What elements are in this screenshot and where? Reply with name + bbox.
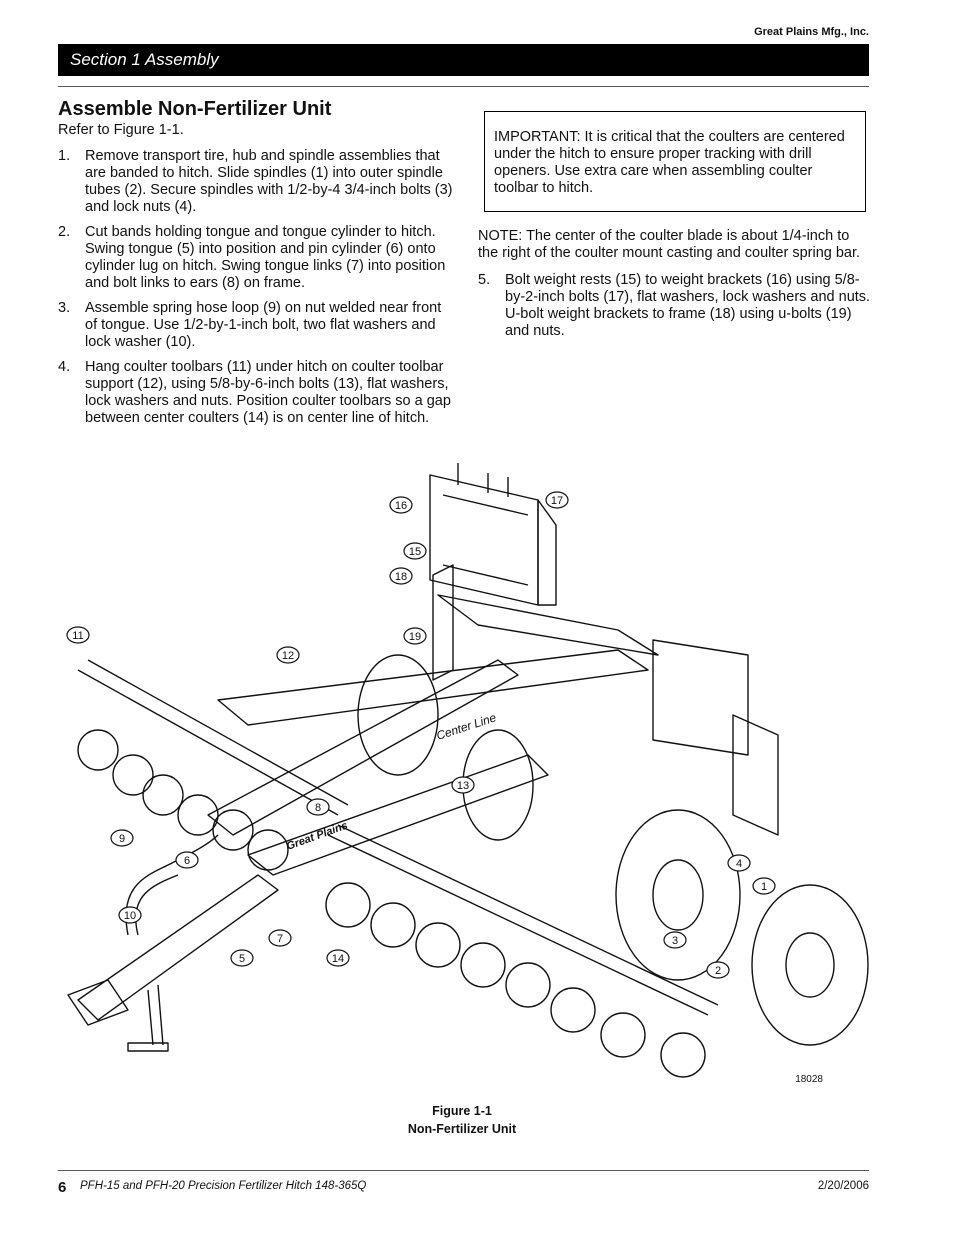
- figure-caption-number: Figure 1-1: [432, 1104, 492, 1118]
- callout-6: 6: [184, 855, 190, 867]
- callout-11: 11: [72, 630, 83, 642]
- page-title: Assemble Non-Fertilizer Unit: [58, 98, 332, 120]
- center-line-label: Center Line: [435, 710, 499, 743]
- step-item: 3. Assemble spring hose loop (9) on nut w…: [58, 300, 453, 351]
- step-text: Assemble spring hose loop (9) on nut wel…: [85, 300, 442, 350]
- step-number: 2.: [58, 224, 71, 240]
- step-text: Hang coulter toolbars (11) under hitch o…: [85, 359, 451, 426]
- right-column: NOTE: The center of the coulter blade is…: [478, 228, 873, 348]
- header-divider: [58, 86, 869, 87]
- callout-9: 9: [119, 833, 125, 845]
- step-item: 5. Bolt weight rests (15) to weight brack…: [478, 272, 873, 340]
- callout-2: 2: [715, 965, 721, 977]
- callout-15: 15: [409, 546, 421, 558]
- drawing-number: 18028: [795, 1074, 823, 1085]
- callout-1: 1: [761, 881, 767, 893]
- important-notice-box: IMPORTANT: It is critical that the coult…: [484, 111, 866, 212]
- callout-17: 17: [551, 495, 563, 507]
- callout-19: 19: [409, 631, 421, 643]
- figure-caption: Figure 1-1 Non-Fertilizer Unit: [0, 1102, 924, 1138]
- callout-5: 5: [239, 953, 245, 965]
- step-text: Remove transport tire, hub and spindle a…: [85, 148, 453, 215]
- document-title: PFH-15 and PFH-20 Precision Fertilizer H…: [80, 1180, 367, 1192]
- callout-10: 10: [124, 910, 136, 922]
- callout-8: 8: [315, 802, 321, 814]
- step-item: 2. Cut bands holding tongue and tongue cy…: [58, 224, 453, 292]
- footer-divider: [58, 1170, 869, 1171]
- steps-list-right: 5. Bolt weight rests (15) to weight brack…: [478, 272, 873, 340]
- intro-text: Refer to Figure 1-1.: [58, 122, 184, 138]
- callout-12: 12: [282, 650, 294, 662]
- callout-16: 16: [395, 500, 407, 512]
- step-number: 3.: [58, 300, 71, 316]
- note-text: NOTE: The center of the coulter blade is…: [478, 228, 861, 261]
- step-item: 4. Hang coulter toolbars (11) under hitch…: [58, 359, 453, 427]
- brand-label: Great Plains: [285, 820, 349, 853]
- section-header: Section 1 Assembly: [58, 44, 869, 76]
- steps-list-left: 1. Remove transport tire, hub and spindle…: [58, 148, 453, 427]
- figure-illustration: Center Line Great Plains: [58, 455, 869, 1095]
- step-number: 1.: [58, 148, 71, 164]
- step-item: 1. Remove transport tire, hub and spindle…: [58, 148, 453, 216]
- callout-7: 7: [277, 933, 283, 945]
- callout-14: 14: [332, 953, 344, 965]
- page-number: 6: [58, 1179, 67, 1196]
- important-notice-text: IMPORTANT: It is critical that the coult…: [494, 129, 845, 196]
- step-number: 5.: [478, 272, 491, 288]
- document-date: 2/20/2006: [817, 1180, 869, 1192]
- company-name: Great Plains Mfg., Inc.: [754, 26, 869, 38]
- callout-4: 4: [736, 858, 742, 870]
- callout-18: 18: [395, 571, 407, 583]
- callout-13: 13: [457, 780, 469, 792]
- callout-3: 3: [672, 935, 678, 947]
- left-column: Refer to Figure 1-1. 1. Remove transport …: [58, 122, 453, 435]
- step-text: Bolt weight rests (15) to weight bracket…: [505, 272, 871, 339]
- step-text: Cut bands holding tongue and tongue cyli…: [85, 224, 446, 291]
- step-number: 4.: [58, 359, 71, 375]
- hitch-assembly-drawing: Center Line Great Plains: [66, 463, 869, 1078]
- figure-caption-title: Non-Fertilizer Unit: [407, 1122, 517, 1136]
